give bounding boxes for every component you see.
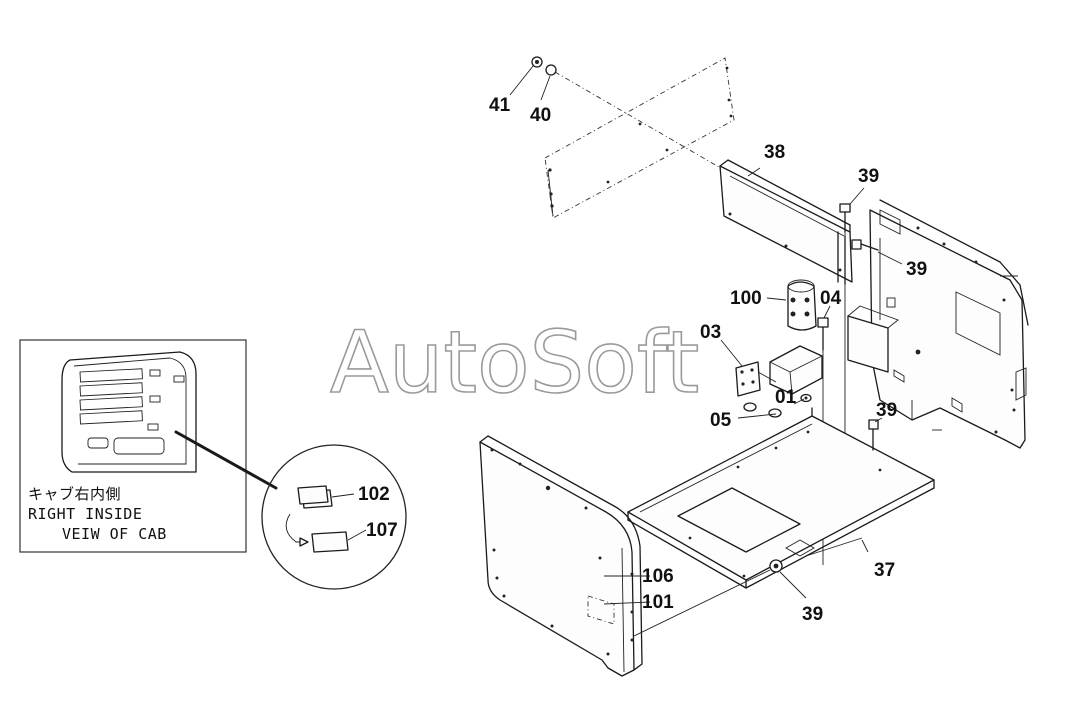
callout-107: 107 <box>366 520 398 541</box>
callout-03: 03 <box>700 322 721 343</box>
callout-101: 101 <box>642 592 674 613</box>
callout-39-top: 39 <box>858 166 879 187</box>
callout-05: 05 <box>710 410 732 431</box>
inset-caption-line1: RIGHT INSIDE <box>28 505 142 523</box>
bolt-39-side <box>851 239 903 265</box>
callout-100: 100 <box>730 288 762 309</box>
callout-04: 04 <box>820 288 842 309</box>
rear-cover-panel <box>544 57 735 219</box>
callout-38: 38 <box>764 142 785 163</box>
bracket-03 <box>720 339 823 397</box>
panel-38 <box>719 159 853 285</box>
nuts-05-01 <box>737 393 812 419</box>
fuel-filter-100 <box>766 279 817 331</box>
bolt-39-top <box>839 187 865 445</box>
callout-41: 41 <box>489 95 511 116</box>
watermark: AutoSoft <box>330 313 699 413</box>
callout-39-bottom: 39 <box>802 604 823 625</box>
callout-39-right: 39 <box>876 400 897 421</box>
right-side-panel <box>847 199 1029 449</box>
callout-37: 37 <box>874 560 895 581</box>
callout-40: 40 <box>530 105 551 126</box>
callout-106: 106 <box>642 566 674 587</box>
callout-39-side: 39 <box>906 259 927 280</box>
inset-caption-line2: VEIW OF CAB <box>62 525 167 543</box>
bolt-39-right <box>868 417 883 451</box>
bolt-39-bottom <box>769 559 807 599</box>
callout-01: 01 <box>775 387 797 408</box>
detail-circle <box>261 444 407 590</box>
floor-plate-37 <box>627 407 935 589</box>
cab-inset <box>19 339 278 553</box>
front-left-panel <box>479 435 771 677</box>
callout-102: 102 <box>358 484 390 505</box>
inset-caption-jp: キャブ右内側 <box>28 485 121 503</box>
